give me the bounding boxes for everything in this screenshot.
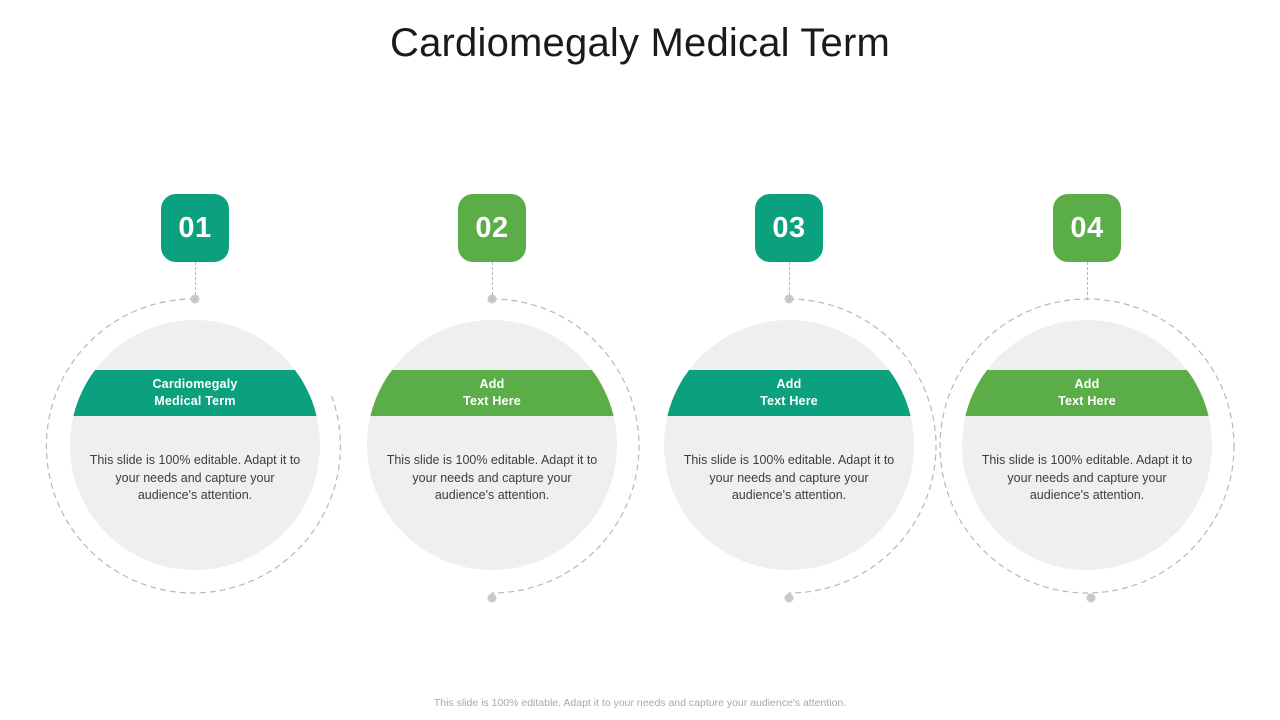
step-item-4[interactable]: 04 Add Text Here This slide is 100% edit… bbox=[937, 0, 1237, 640]
step-number-label: 01 bbox=[178, 211, 212, 244]
step-body-1: This slide is 100% editable. Adapt it to… bbox=[89, 453, 301, 503]
step-title-2: Add Text Here bbox=[463, 377, 521, 408]
step-body-3: This slide is 100% editable. Adapt it to… bbox=[683, 453, 895, 503]
badge-connector-line-4 bbox=[1086, 262, 1088, 300]
step-banner-4: Add Text Here bbox=[962, 370, 1212, 416]
step-number-badge-3[interactable]: 03 bbox=[755, 194, 823, 262]
badge-connector-line-1 bbox=[194, 262, 196, 300]
step-number-badge-1[interactable]: 01 bbox=[161, 194, 229, 262]
step-title-3: Add Text Here bbox=[760, 377, 818, 408]
step-number-badge-2[interactable]: 02 bbox=[458, 194, 526, 262]
step-item-3[interactable]: 03 Add Text Here This slide is 100% edit… bbox=[639, 0, 939, 640]
step-title-1: Cardiomegaly Medical Term bbox=[152, 377, 238, 408]
step-number-label: 04 bbox=[1070, 211, 1104, 244]
step-banner-1: Cardiomegaly Medical Term bbox=[70, 370, 320, 416]
footer-note: This slide is 100% editable. Adapt it to… bbox=[433, 697, 847, 709]
page-title: Cardiomegaly Medical Term bbox=[390, 21, 890, 65]
step-banner-3: Add Text Here bbox=[664, 370, 914, 416]
step-circle-1[interactable]: Cardiomegaly Medical Term This slide is … bbox=[70, 320, 320, 570]
step-body-4: This slide is 100% editable. Adapt it to… bbox=[981, 453, 1193, 503]
step-item-1[interactable]: 01 Cardiomegaly Medical Term This slide … bbox=[45, 0, 345, 640]
step-number-label: 02 bbox=[475, 211, 509, 244]
step-number-badge-4[interactable]: 04 bbox=[1053, 194, 1121, 262]
badge-connector-line-2 bbox=[491, 262, 493, 300]
step-body-2: This slide is 100% editable. Adapt it to… bbox=[386, 453, 598, 503]
step-circle-2[interactable]: Add Text Here This slide is 100% editabl… bbox=[367, 320, 617, 570]
step-banner-2: Add Text Here bbox=[367, 370, 617, 416]
badge-connector-line-3 bbox=[788, 262, 790, 300]
step-item-2[interactable]: 02 Add Text Here This slide is 100% edit… bbox=[342, 0, 642, 640]
step-circle-3[interactable]: Add Text Here This slide is 100% editabl… bbox=[664, 320, 914, 570]
step-title-4: Add Text Here bbox=[1058, 377, 1116, 408]
step-circle-4[interactable]: Add Text Here This slide is 100% editabl… bbox=[962, 320, 1212, 570]
step-number-label: 03 bbox=[772, 211, 806, 244]
